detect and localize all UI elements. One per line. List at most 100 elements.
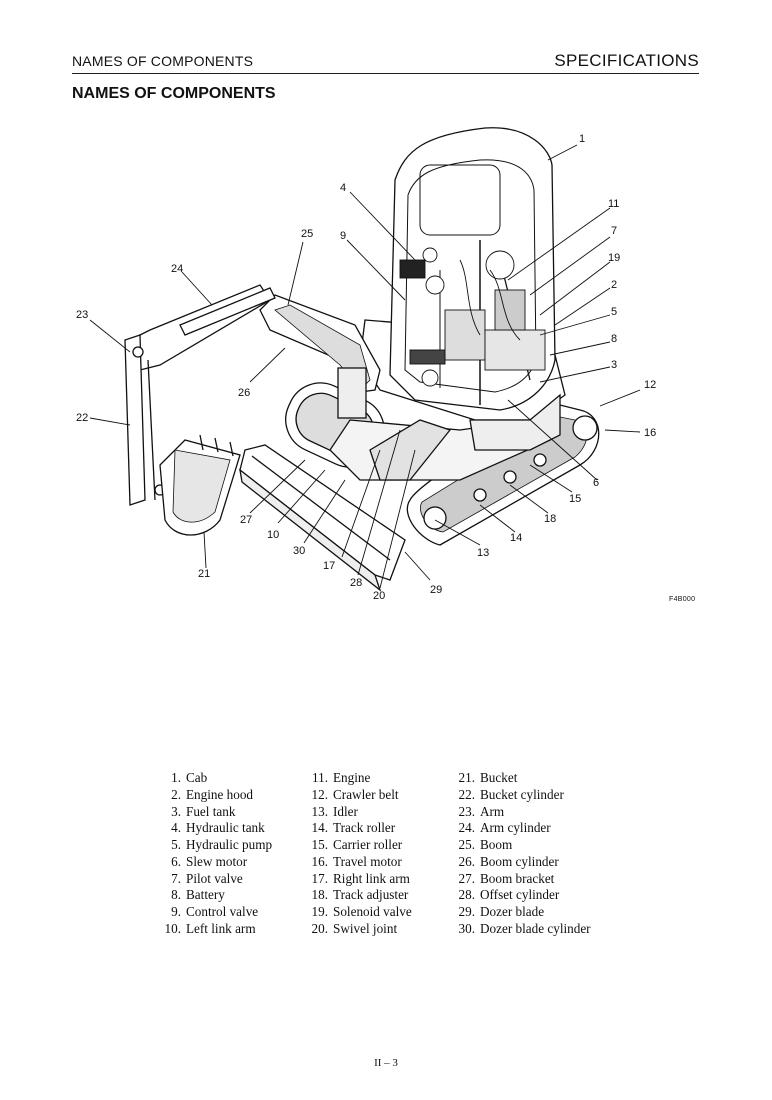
legend-label: Hydraulic tank	[186, 820, 265, 836]
callout-16: 16	[644, 427, 656, 439]
legend-number: 7.	[171, 870, 181, 886]
legend-number: 4.	[171, 820, 181, 836]
legend-label: Boom bracket	[480, 870, 555, 886]
callout-28: 28	[350, 577, 362, 589]
callout-25: 25	[301, 228, 313, 240]
legend-item: 5. Hydraulic pump	[160, 837, 272, 854]
legend-label: Engine	[333, 770, 371, 785]
legend-item: 19.Solenoid valve	[307, 904, 412, 921]
callout-14: 14	[510, 532, 522, 544]
legend-item: 10.Left link arm	[160, 921, 272, 938]
legend-label: Arm	[480, 803, 505, 819]
callout-11: 11	[608, 198, 619, 210]
legend-number: 22.	[458, 786, 475, 802]
legend-label: Dozer blade cylinder	[480, 920, 591, 936]
legend-label: Track adjuster	[333, 887, 409, 903]
legend-label: Track roller	[333, 820, 396, 836]
boom-drawing	[259, 294, 381, 419]
callout-21: 21	[198, 568, 210, 580]
callout-numbers: 1 2 3 4 5 6 7 8 9 10 11 12 13 14 15 16 1…	[76, 133, 656, 602]
callout-2: 2	[611, 279, 617, 291]
legend-item: 29. Dozer blade	[454, 904, 591, 921]
header-rule	[72, 73, 699, 74]
legend-item: 21.Bucket	[454, 770, 591, 787]
legend-label: Engine hood	[186, 786, 254, 802]
legend-number: 5.	[171, 837, 181, 852]
legend-number: 29.	[458, 904, 475, 919]
running-header-chapter: SPECIFICATIONS	[554, 51, 699, 70]
legend-item: 24.Arm cylinder	[454, 820, 591, 837]
legend-item: 20. Swivel joint	[307, 921, 412, 938]
callout-10: 10	[267, 529, 279, 541]
legend-item: 28.Offset cylinder	[454, 887, 591, 904]
legend-number: 11.	[312, 770, 328, 785]
callout-17: 17	[323, 560, 335, 572]
callout-20: 20	[373, 590, 385, 602]
callout-19: 19	[608, 252, 620, 264]
page-title: NAMES OF COMPONENTS	[72, 85, 276, 102]
legend-number: 9.	[171, 904, 181, 919]
legend-item: 30.Dozer blade cylinder	[454, 921, 591, 938]
callout-8: 8	[611, 333, 617, 345]
legend-number: 14.	[311, 820, 328, 836]
legend-item: 3.Fuel tank	[160, 804, 272, 821]
callout-23: 23	[76, 309, 88, 321]
legend-item: 23. Arm	[454, 804, 591, 821]
callout-30: 30	[293, 545, 305, 557]
callout-26: 26	[238, 387, 250, 399]
callout-3: 3	[611, 359, 617, 371]
callout-5: 5	[611, 306, 617, 318]
legend-item: 2.Engine hood	[160, 787, 272, 804]
legend-item: 25. Boom	[454, 837, 591, 854]
legend-number: 15.	[311, 837, 328, 852]
legend-item: 22. Bucket cylinder	[454, 787, 591, 804]
legend-number: 23.	[458, 803, 475, 819]
legend-item: 14. Track roller	[307, 820, 412, 837]
legend-label: Battery	[186, 887, 225, 903]
legend-number: 20.	[311, 920, 328, 936]
callout-24: 24	[171, 263, 183, 275]
legend-number: 25.	[458, 837, 475, 852]
legend-item: 18.Track adjuster	[307, 887, 412, 904]
legend-number: 21.	[458, 770, 475, 785]
callout-22: 22	[76, 412, 88, 424]
legend-number: 13.	[311, 803, 328, 819]
legend-item: 8.Battery	[160, 887, 272, 904]
legend-label: Bucket cylinder	[480, 786, 564, 802]
legend-item: 16.Travel motor	[307, 854, 412, 871]
legend-label: Cab	[186, 770, 208, 785]
arm-drawing	[124, 284, 276, 506]
legend-item: 9.Control valve	[160, 904, 272, 921]
legend-number: 24.	[458, 820, 475, 836]
running-header-section: NAMES OF COMPONENTS	[72, 53, 254, 69]
legend-label: Travel motor	[333, 853, 402, 869]
legend-number: 27.	[458, 870, 475, 886]
callout-6: 6	[593, 477, 599, 489]
legend-label: Boom	[480, 837, 513, 852]
legend-number: 19.	[311, 904, 328, 919]
legend-item: 7.Pilot valve	[160, 871, 272, 888]
legend-item: 26.Boom cylinder	[454, 854, 591, 871]
legend-number: 17.	[311, 870, 328, 886]
callout-9: 9	[340, 230, 346, 242]
legend-item: 4. Hydraulic tank	[160, 820, 272, 837]
cab-internals-drawing	[399, 247, 546, 387]
excavator-illustration: 1 2 3 4 5 6 7 8 9 10 11 12 13 14 15 16 1…	[76, 127, 656, 602]
callout-18: 18	[544, 513, 556, 525]
legend-label: Hydraulic pump	[186, 837, 273, 852]
legend-label: Swivel joint	[333, 920, 398, 936]
callout-29: 29	[430, 584, 442, 596]
legend-number: 3.	[171, 803, 181, 819]
callout-4: 4	[340, 182, 346, 194]
legend-item: 6.Slew motor	[160, 854, 272, 871]
page-number: II – 3	[374, 1057, 398, 1069]
callout-7: 7	[611, 225, 617, 237]
callout-13: 13	[477, 547, 489, 559]
legend-column-2: 11.Engine 12.Crawler belt 13.Idler 14.Tr…	[307, 770, 412, 938]
callout-27: 27	[240, 514, 252, 526]
legend-number: 10.	[164, 920, 181, 936]
legend-label: Carrier roller	[333, 837, 403, 852]
legend-label: Dozer blade	[480, 904, 545, 919]
callout-15: 15	[569, 493, 581, 505]
legend-label: Crawler belt	[333, 786, 399, 802]
